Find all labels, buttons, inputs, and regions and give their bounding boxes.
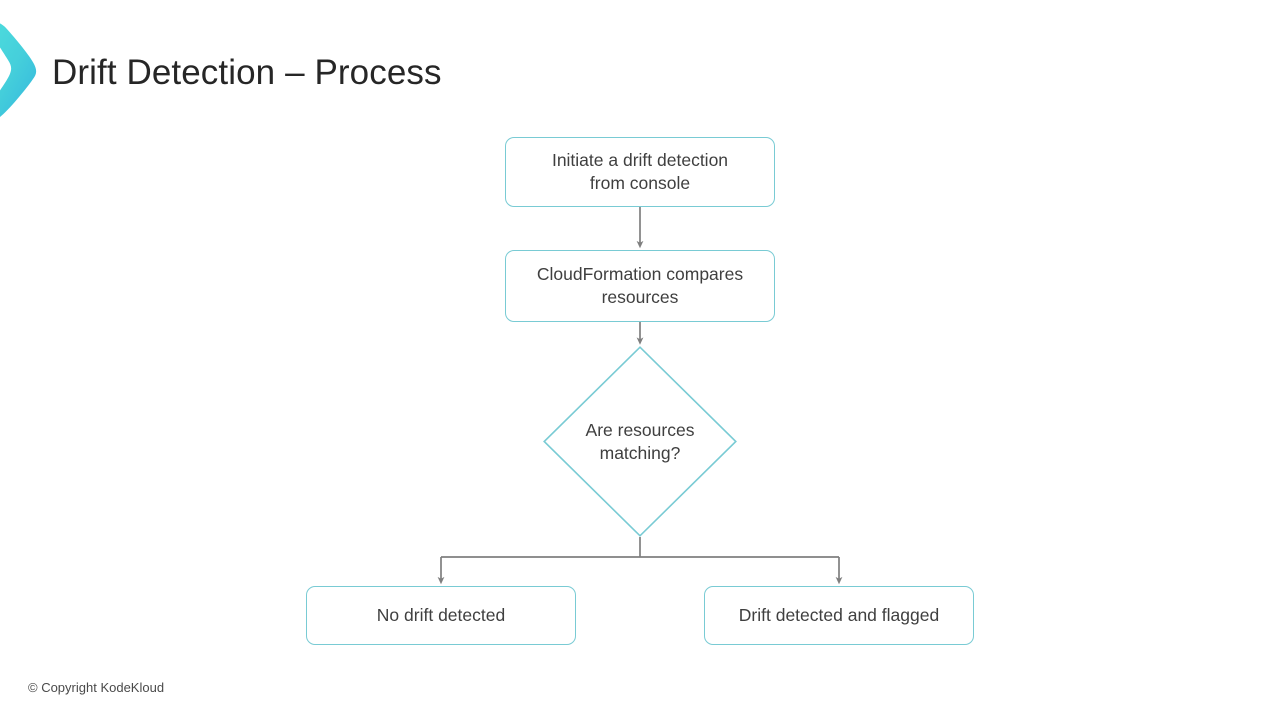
flow-node-initiate[interactable]: Initiate a drift detection from console (505, 137, 775, 207)
flow-node-label: No drift detected (376, 605, 506, 625)
connector-decision-to-branches (437, 537, 843, 585)
flow-node-decision-are-resources-matching[interactable]: Are resources matching? (543, 346, 737, 537)
flow-node-no-drift-detected[interactable]: No drift detected (306, 586, 576, 645)
footer-copyright: © Copyright KodeKloud (28, 680, 165, 695)
flow-node-drift-detected-and-flagged[interactable]: Drift detected and flagged (704, 586, 974, 645)
page-title: Drift Detection – Process (52, 53, 442, 92)
chevron-right-logo-icon (0, 16, 40, 120)
flow-node-label: Initiate a drift detection from console (551, 150, 729, 193)
flow-node-cloudformation-compares[interactable]: CloudFormation compares resources (505, 250, 775, 322)
flow-node-label: Are resources matching? (585, 419, 695, 463)
flow-node-label: Drift detected and flagged (738, 605, 940, 625)
diamond-shape-icon (543, 346, 737, 537)
flow-node-label: CloudFormation compares resources (536, 264, 744, 307)
